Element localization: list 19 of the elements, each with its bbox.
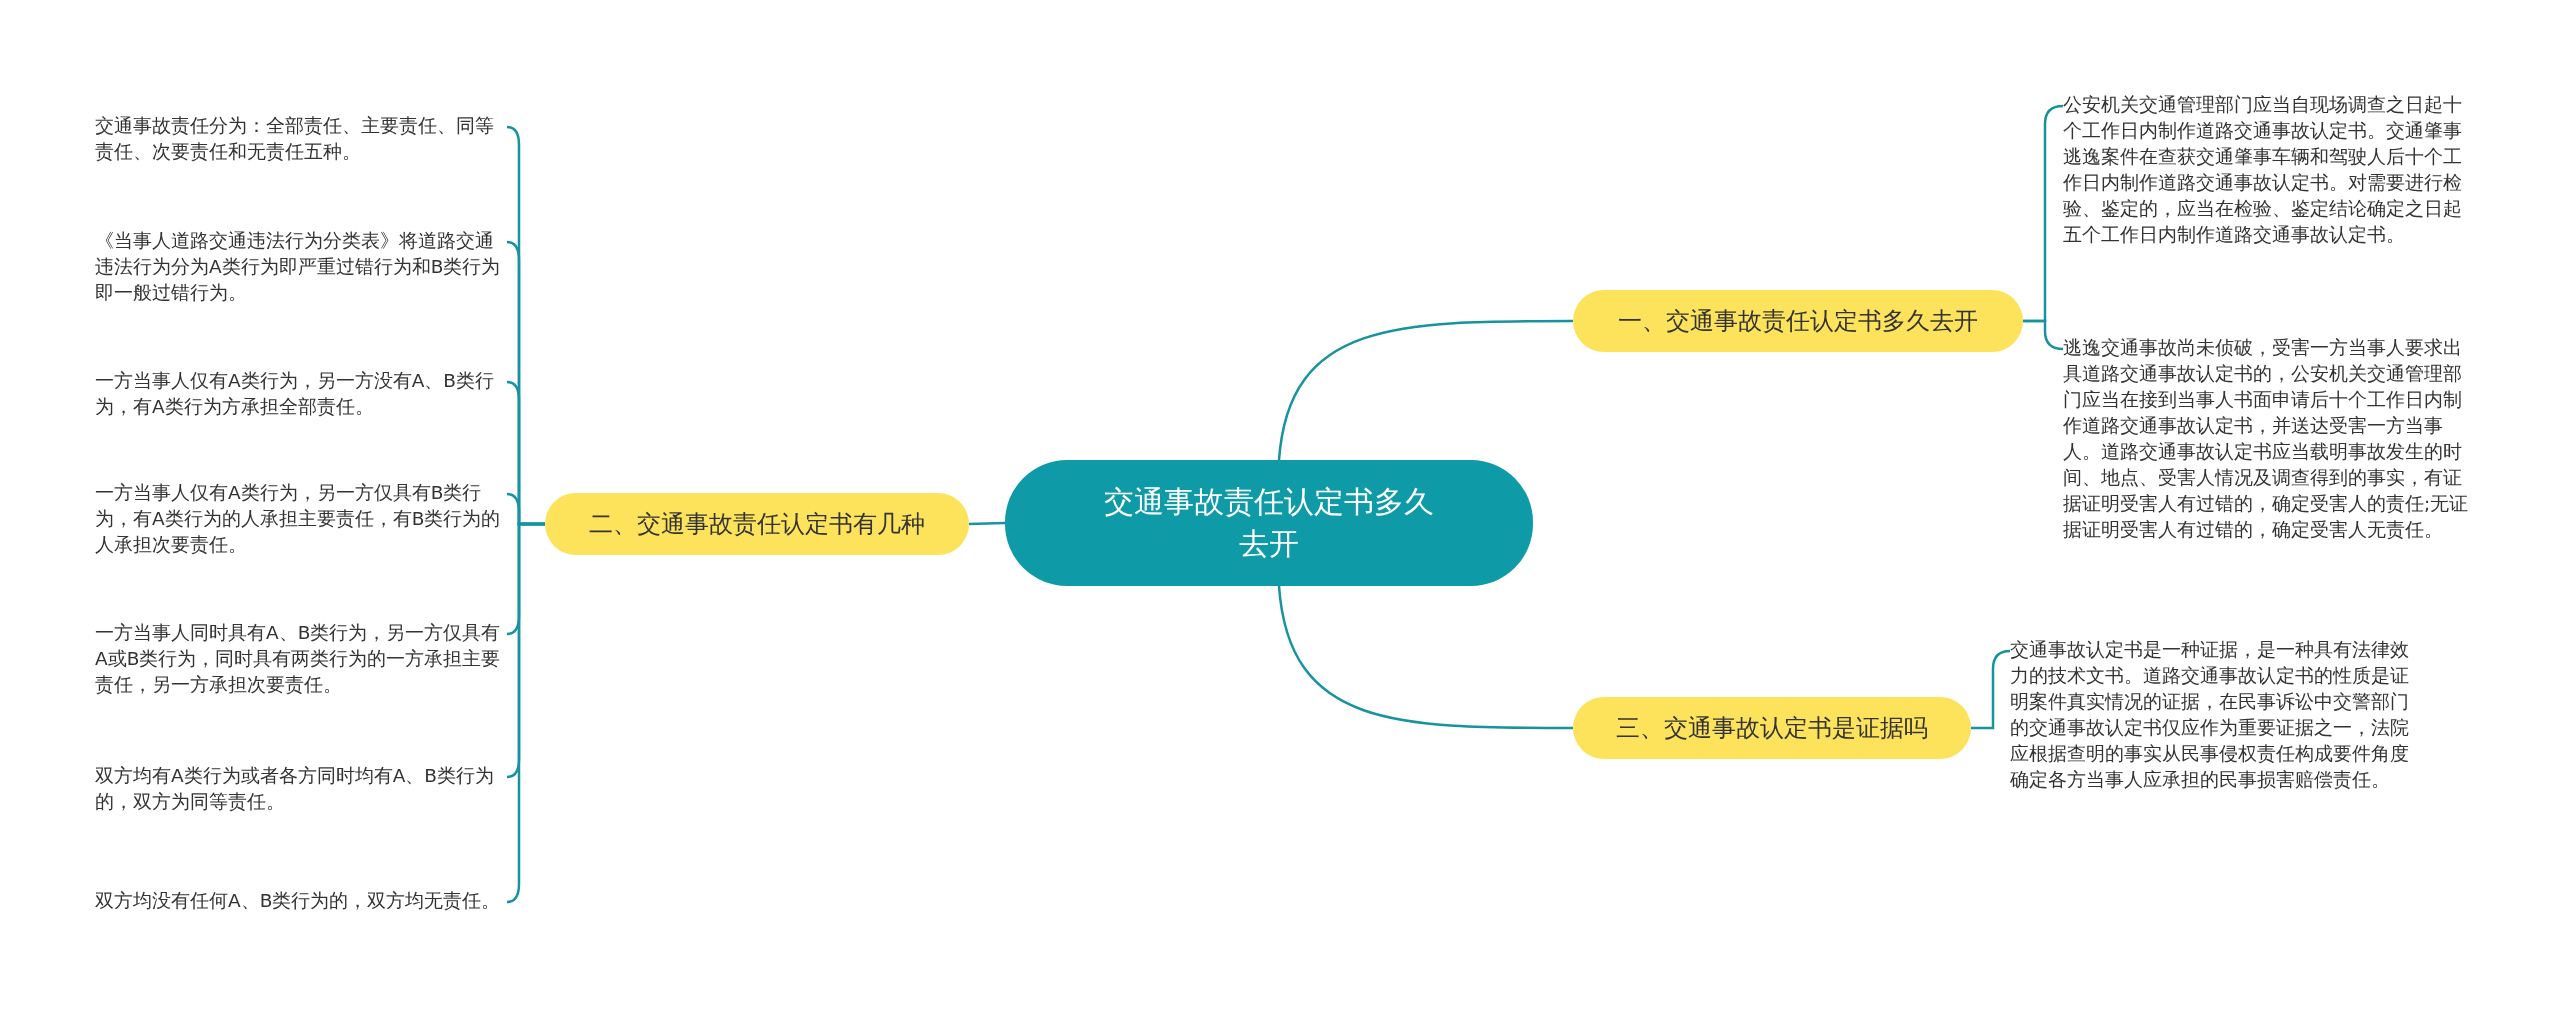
note-text: 公安机关交通管理部门应当自现场调查之日起十个工作日内制作道路交通事故认定书。交通肇事逃逸案件在查获交通肇事车辆和驾驶人后十个工作日内制作道路交通事故认定书。对需要进行检验、鉴定的，应当在检验、鉴定结论确定之日起五个工作日内制作道路交通事故认定书。 bbox=[2063, 92, 2471, 248]
note-text: 一方当事人仅有A类行为，另一方没有A、B类行为，有A类行为方承担全部责任。 bbox=[95, 368, 507, 420]
note-text: 交通事故认定书是一种证据，是一种具有法律效力的技术文书。道路交通事故认定书的性质是证明案件真实情况的证据，在民事诉讼中交警部门的交通事故认定书仅应作为重要证据之一，法院应根据查明的事实从民事侵权责任构成要件角度确定各方当事人应承担的民事损害赔偿责任。 bbox=[2010, 637, 2422, 793]
connector-line bbox=[506, 522, 545, 904]
connector-line bbox=[1277, 585, 1573, 730]
connector-line bbox=[2023, 319, 2064, 351]
note-text: 一方当事人同时具有A、B类行为，另一方仅具有A或B类行为，同时具有两类行为的一方承担主要责任，另一方承担次要责任。 bbox=[95, 620, 507, 698]
topic-box: 二、交通事故责任认定书有几种 bbox=[545, 493, 969, 555]
topic-box: 三、交通事故认定书是证据吗 bbox=[1573, 697, 1971, 759]
note-text: 交通事故责任分为：全部责任、主要责任、同等责任、次要责任和无责任五种。 bbox=[95, 113, 507, 165]
connector-line bbox=[1277, 319, 1573, 461]
note-text: 一方当事人仅有A类行为，另一方仅具有B类行为，有A类行为的人承担主要责任，有B类行为的人承担次要责任。 bbox=[95, 480, 507, 558]
connector-line bbox=[968, 521, 1006, 526]
note-text: 《当事人道路交通违法行为分类表》将道路交通违法行为分为A类行为即严重过错行为和B类行为即一般过错行为。 bbox=[95, 228, 507, 306]
note-text: 逃逸交通事故尚未侦破，受害一方当事人要求出具道路交通事故认定书的，公安机关交通管理部门应当在接到当事人书面申请后十个工作日内制作道路交通事故认定书，并送达受害一方当事人。道路交通事故认定书应当载明事故发生的时间、地点、受害人情况及调查得到的事实，有证据证明受害人有过错的，确定受害人的责任;无证据证明受害人有过错的，确定受害人无责任。 bbox=[2063, 335, 2471, 543]
topic-box: 一、交通事故责任认定书多久去开 bbox=[1573, 290, 2023, 352]
central-topic: 交通事故责任认定书多久去开 bbox=[1005, 460, 1533, 586]
note-text: 双方均有A类行为或者各方同时均有A、B类行为的，双方为同等责任。 bbox=[95, 763, 507, 815]
note-text: 双方均没有任何A、B类行为的，双方均无责任。 bbox=[95, 888, 507, 914]
